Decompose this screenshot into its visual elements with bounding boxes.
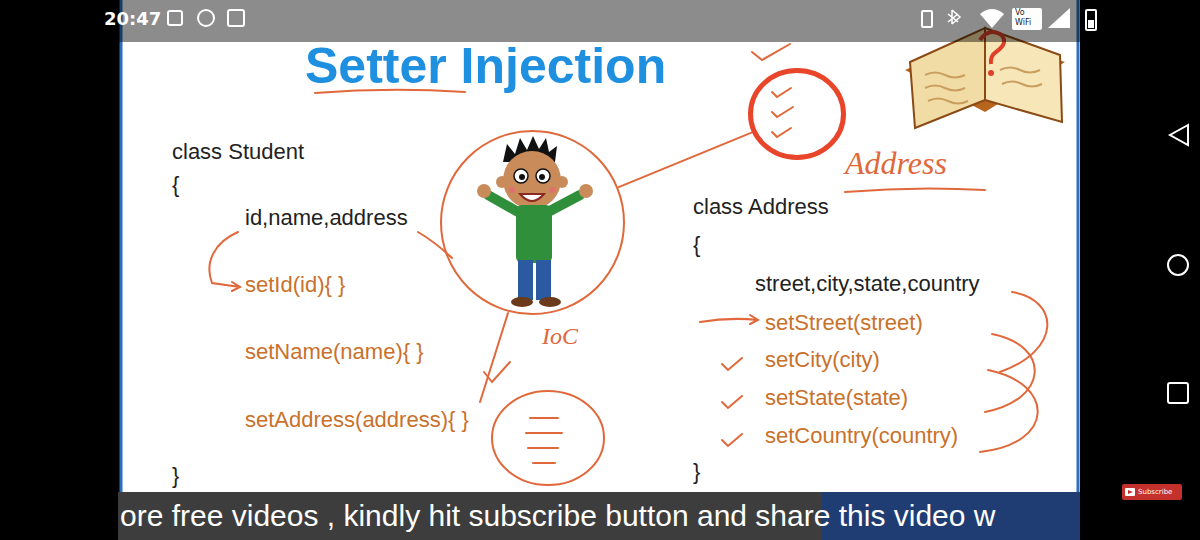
code-brace: } [693, 459, 700, 485]
field-list: id,name,address [245, 205, 408, 231]
address-object-circle: Address [748, 68, 846, 160]
class-header: class Student [172, 139, 304, 165]
connector-line [618, 132, 752, 187]
circle-outline [440, 130, 625, 315]
setter-method: setAddress(address){ } [245, 407, 469, 433]
video-subtitle: ore free videos , kindly hit subscribe b… [120, 498, 995, 534]
setter-method: setCountry(country) [765, 423, 958, 449]
subscribe-button-text: Subscribe [1138, 489, 1172, 496]
code-brace: } [172, 463, 179, 489]
setter-method: setState(state) [765, 385, 908, 411]
code-brace: { [693, 232, 700, 258]
field-list: street,city,state,country [755, 271, 980, 297]
handwritten-label: IoC [542, 322, 578, 351]
slide-title: Setter Injection [305, 36, 666, 96]
circle-outline [748, 68, 846, 160]
status-time: 20:47 [104, 8, 161, 30]
setter-method: setName(name){ } [245, 339, 424, 365]
ioc-container-circle: IoC [440, 130, 625, 315]
setter-method: setStreet(street) [765, 310, 923, 336]
code-brace: { [172, 172, 179, 198]
class-header: class Address [693, 194, 829, 220]
status-icon-text: WiFi [1015, 19, 1031, 27]
setter-method: setCity(city) [765, 347, 880, 373]
setter-method: setId(id){ } [245, 272, 345, 298]
status-icon-text: Vo [1015, 9, 1025, 17]
handwritten-label: Address [845, 144, 947, 182]
